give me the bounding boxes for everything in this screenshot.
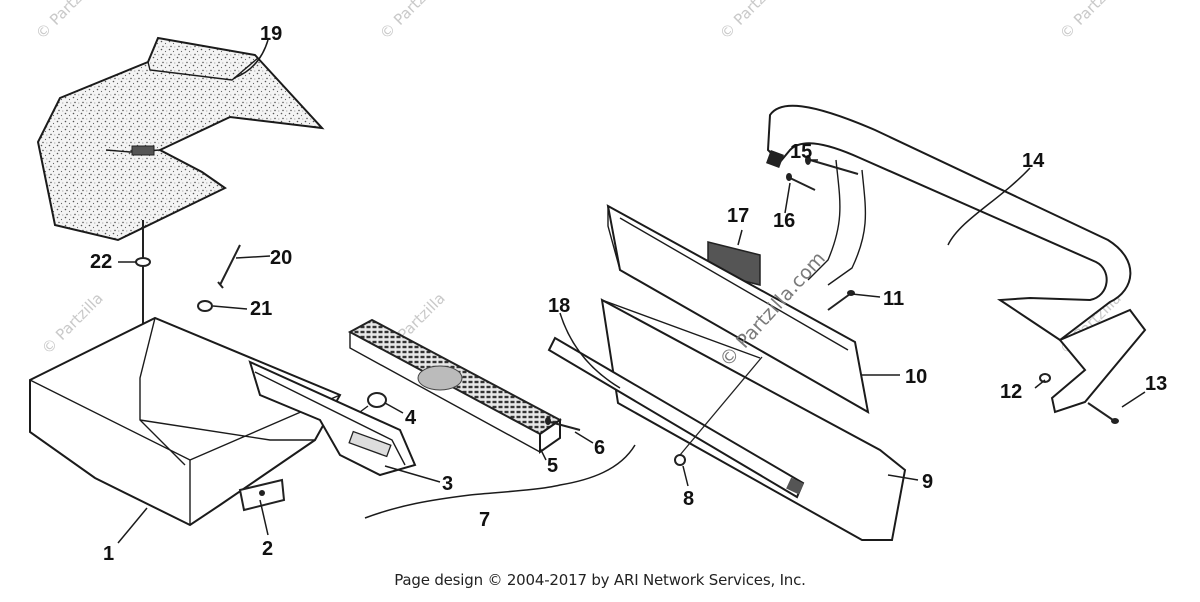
- part-5-grille: [347, 318, 562, 454]
- part-14-handlebar: [766, 104, 1147, 414]
- callout-16: 16: [773, 210, 795, 232]
- callout-19: 19: [260, 23, 282, 45]
- callout-18: 18: [548, 295, 570, 317]
- part-4-knob: [359, 392, 387, 413]
- callout-22: 22: [90, 251, 112, 273]
- svg-text:© Partzilla: © Partzilla: [1056, 0, 1125, 43]
- callout-13: 13: [1145, 373, 1167, 395]
- callout-11: 11: [883, 288, 904, 310]
- part-8-nut: [674, 356, 763, 466]
- part-13-bolt: [1087, 402, 1119, 424]
- callout-20: 20: [270, 247, 292, 269]
- callout-17: 17: [727, 205, 749, 227]
- callout-12: 12: [1000, 381, 1022, 403]
- part-3-latch-assembly: [248, 360, 417, 477]
- callout-9: 9: [922, 471, 933, 493]
- part-7-brace: [364, 444, 636, 519]
- callout-5: 5: [547, 455, 558, 477]
- svg-text:© Partzilla: © Partzilla: [376, 0, 445, 43]
- part-1-tray: [29, 316, 342, 527]
- callout-15: 15: [790, 141, 812, 163]
- svg-text:© Partzilla: © Partzilla: [32, 0, 101, 43]
- callout-2: 2: [262, 538, 273, 560]
- part-10-panel: [606, 204, 870, 414]
- part-18-bar: [547, 336, 805, 499]
- callout-labels: 1 2 3 4 5 6 7 8 9 10 11 12 13 14 15 16 1…: [90, 23, 1167, 565]
- footer-copyright: Page design © 2004-2017 by ARI Network S…: [394, 571, 806, 589]
- part-16-bolt: [786, 173, 816, 191]
- callout-1: 1: [103, 543, 114, 565]
- callout-21: 21: [250, 298, 272, 320]
- callout-10: 10: [905, 366, 927, 388]
- part-12-nut: [1039, 373, 1051, 383]
- callout-7: 7: [479, 509, 490, 531]
- part-15-bolt: [805, 155, 859, 175]
- part-6-screw: [545, 417, 581, 431]
- part-9-plate: [600, 298, 907, 541]
- part-21-grommet: [197, 300, 213, 312]
- part-20-rivet: [217, 244, 241, 289]
- leader-lines: [117, 39, 1146, 544]
- callout-14: 14: [1022, 150, 1045, 172]
- callout-8: 8: [683, 488, 694, 510]
- part-19-floor-mat: [36, 36, 325, 242]
- callout-4: 4: [405, 407, 417, 429]
- svg-text:© Partzilla: © Partzilla: [716, 0, 785, 43]
- callout-6: 6: [594, 437, 605, 459]
- part-11-bolt: [827, 290, 855, 311]
- callout-3: 3: [442, 473, 453, 495]
